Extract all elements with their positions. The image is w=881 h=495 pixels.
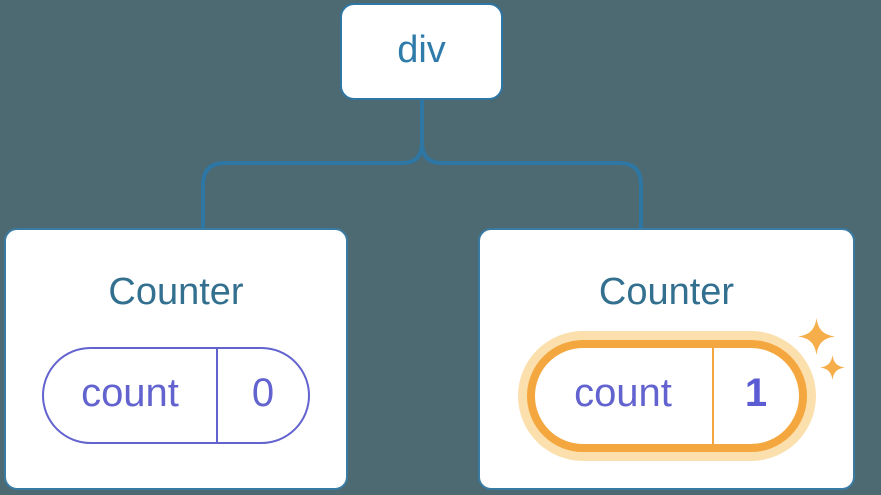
connector-right-branch	[420, 100, 643, 229]
connector-left-branch	[201, 100, 424, 229]
root-node-div: div	[340, 3, 503, 100]
state-pill-highlighted: count 1	[526, 340, 807, 452]
component-title: Counter	[598, 271, 735, 313]
state-value: 1	[744, 371, 768, 415]
state-key-cell: count	[535, 348, 712, 444]
state-value-cell: 1	[714, 348, 799, 444]
root-node-label: div	[397, 28, 446, 71]
state-key-cell: count	[44, 349, 216, 442]
state-pill: count 0	[42, 347, 310, 444]
component-card-counter-right: Counter count 1	[478, 228, 855, 490]
state-pill-divider	[711, 348, 714, 444]
component-card-counter-left: Counter count 0	[4, 228, 348, 490]
state-pill-divider	[216, 349, 218, 442]
state-value: 0	[251, 370, 275, 415]
state-key-label: count	[81, 370, 179, 415]
sparkle-small-icon	[820, 355, 845, 380]
state-key-label: count	[574, 371, 672, 415]
sparkles-icon	[798, 318, 852, 384]
sparkle-large-icon	[798, 318, 835, 355]
component-title: Counter	[108, 271, 244, 313]
state-value-cell: 0	[218, 349, 308, 442]
